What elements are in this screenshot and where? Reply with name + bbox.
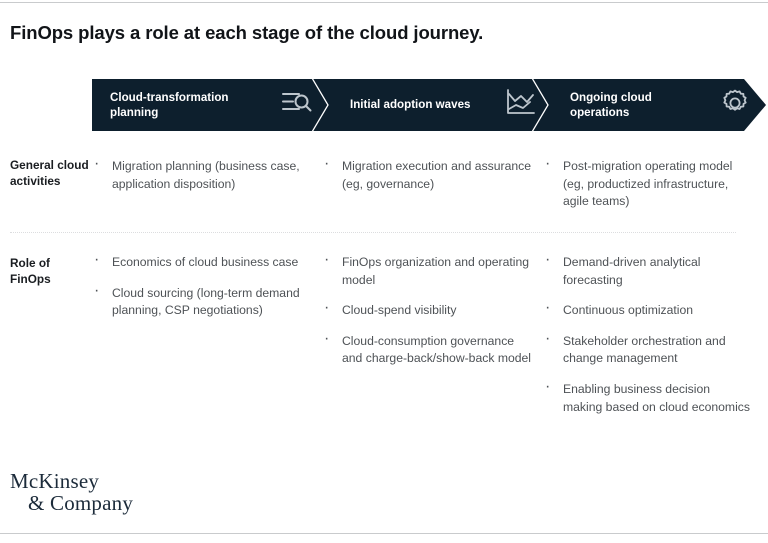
stage-item-cloud-transformation-planning[interactable]: Cloud-transformation planning bbox=[92, 79, 330, 131]
list-item: Cloud sourcing (long-term demand plannin… bbox=[92, 282, 307, 320]
gear-icon bbox=[720, 88, 750, 123]
bullet-list: Migration execution and assurance (eg, g… bbox=[322, 155, 532, 193]
list-item: Stakeholder orchestration and change man… bbox=[543, 330, 751, 368]
stage-banner-background bbox=[92, 79, 766, 131]
bullet-list: Economics of cloud business case Cloud s… bbox=[92, 251, 307, 320]
bullet-list: FinOps organization and operating model … bbox=[322, 251, 532, 368]
list-item: Cloud-spend visibility bbox=[322, 299, 532, 320]
row-divider bbox=[10, 232, 736, 233]
list-item: FinOps organization and operating model bbox=[322, 251, 532, 289]
cell-general-adoption: Migration execution and assurance (eg, g… bbox=[322, 155, 532, 193]
cell-finops-planning: Economics of cloud business case Cloud s… bbox=[92, 251, 307, 320]
list-item: Migration planning (business case, appli… bbox=[92, 155, 307, 193]
line-chart-icon bbox=[506, 89, 536, 121]
cell-finops-operations: Demand-driven analytical forecasting Con… bbox=[543, 251, 751, 416]
list-item: Economics of cloud business case bbox=[92, 251, 307, 272]
page-title: FinOps plays a role at each stage of the… bbox=[10, 22, 484, 43]
bullet-list: Migration planning (business case, appli… bbox=[92, 155, 307, 193]
list-search-icon bbox=[282, 90, 312, 121]
cell-general-planning: Migration planning (business case, appli… bbox=[92, 155, 307, 193]
bottom-rule bbox=[0, 533, 768, 534]
list-item: Continuous optimization bbox=[543, 299, 751, 320]
list-item: Migration execution and assurance (eg, g… bbox=[322, 155, 532, 193]
row-label-role-of-finops: Role of FinOps bbox=[10, 256, 51, 286]
mckinsey-logo: McKinsey & Company bbox=[10, 470, 133, 514]
logo-line-1: McKinsey bbox=[10, 469, 100, 493]
row-label-general-cloud-activities: General cloud activities bbox=[10, 158, 89, 188]
list-item: Cloud-consumption governance and charge-… bbox=[322, 330, 532, 368]
bullet-list: Demand-driven analytical forecasting Con… bbox=[543, 251, 751, 416]
list-item: Demand-driven analytical forecasting bbox=[543, 251, 751, 289]
cell-finops-adoption: FinOps organization and operating model … bbox=[322, 251, 532, 368]
stage-label: Ongoing cloud operations bbox=[570, 90, 652, 120]
stage-label: Cloud-transformation planning bbox=[110, 90, 229, 120]
list-item: Enabling business decision making based … bbox=[543, 378, 751, 416]
stage-label: Initial adoption waves bbox=[350, 98, 471, 112]
bullet-list: Post-migration operating model (eg, prod… bbox=[543, 155, 751, 211]
list-item: Post-migration operating model (eg, prod… bbox=[543, 155, 751, 211]
stage-banner: Cloud-transformation planning Initial ad… bbox=[92, 77, 766, 133]
stage-item-initial-adoption-waves[interactable]: Initial adoption waves bbox=[332, 79, 550, 131]
logo-line-2: & Company bbox=[28, 491, 134, 515]
cell-general-operations: Post-migration operating model (eg, prod… bbox=[543, 155, 751, 211]
top-rule bbox=[0, 2, 768, 3]
stage-item-ongoing-cloud-operations[interactable]: Ongoing cloud operations bbox=[552, 79, 766, 131]
